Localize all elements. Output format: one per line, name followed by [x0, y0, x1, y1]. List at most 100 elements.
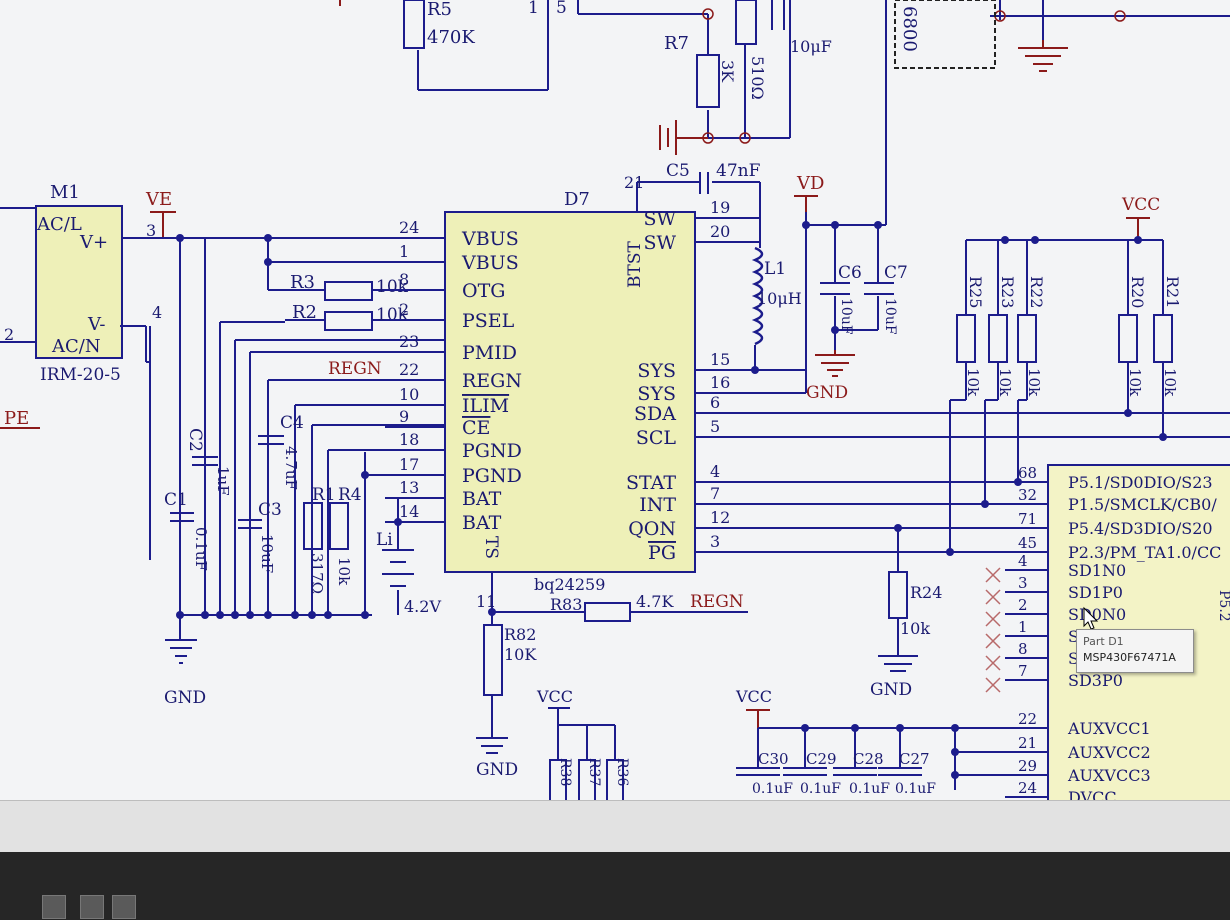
- mcu-pin-num: 29: [1018, 757, 1037, 775]
- charger-left-pin-num: 2: [399, 300, 409, 319]
- resistor-r7-body[interactable]: [696, 54, 720, 108]
- charger-left-pin-name: BAT: [462, 488, 502, 510]
- charger-left-pin-name: PGND: [462, 440, 522, 462]
- r82-value: 10K: [504, 645, 537, 664]
- taskbar-app-icon[interactable]: [42, 895, 66, 919]
- charger-right-pin-num: 6: [710, 393, 720, 412]
- btst-label: BTST: [625, 241, 645, 288]
- charger-left-pin-num: 24: [399, 218, 419, 237]
- c27-value: 0.1uF: [895, 781, 936, 797]
- r5-value: 470K: [427, 27, 475, 48]
- battery-li[interactable]: [382, 549, 414, 587]
- mcu-right-edge-label: P5.2: [1216, 590, 1230, 622]
- resistor-r3-body[interactable]: [324, 281, 373, 301]
- mcu-pin-num: 3: [1018, 574, 1028, 592]
- resistor-r21-body[interactable]: [1153, 314, 1173, 363]
- charger-right-pin-num: 15: [710, 350, 730, 369]
- r3-ref: R3: [290, 272, 315, 293]
- mcu-pin-name: AUXVCC1: [1067, 719, 1151, 738]
- resistor-r82-body[interactable]: [483, 624, 503, 696]
- r7-value: 3K: [718, 60, 737, 83]
- mcu-pin-num: 22: [1018, 710, 1037, 728]
- mcu-pin-name: SD1N0: [1068, 561, 1126, 580]
- net-pe: PE: [4, 408, 29, 429]
- c2-value: 1uF: [214, 466, 232, 496]
- r24-ref: R24: [910, 583, 942, 602]
- r24-value: 10k: [900, 619, 930, 638]
- schematic-canvas: R5 470K 1 5 R7 3K 510Ω 10μF 6800 M1 AC/L…: [0, 0, 1230, 807]
- m1-pin4: 4: [152, 303, 162, 322]
- charger-left-pin-num: 18: [399, 430, 419, 449]
- resistor-r24-body[interactable]: [888, 571, 908, 619]
- taskbar-app-icon[interactable]: [80, 895, 104, 919]
- c7-ref: C7: [884, 263, 908, 283]
- r21-value: 10k: [1161, 368, 1179, 397]
- charger-right-pin-name: SCL: [636, 427, 677, 449]
- m1-ref: M1: [50, 182, 80, 203]
- vcc-caps-label: VCC: [735, 687, 772, 706]
- resistor-r83-body[interactable]: [584, 602, 631, 622]
- c4-value: 4.7uF: [282, 446, 300, 490]
- c5-value: 47nF: [716, 161, 761, 181]
- charger-left-pin-name: ILIM: [462, 395, 509, 417]
- c3-ref: C3: [258, 500, 282, 520]
- mcu-pin-name: P5.4/SD3DIO/S20: [1068, 519, 1213, 538]
- mcu-pin-num: 8: [1018, 640, 1028, 658]
- charger-right-pin-num: 20: [710, 222, 730, 241]
- m1-pin2: 2: [4, 325, 14, 344]
- c1-ref: C1: [164, 490, 188, 510]
- part-tooltip: Part D1 MSP430F67471A: [1076, 629, 1194, 673]
- resistor-r23-body[interactable]: [988, 314, 1008, 363]
- li-ref: Li: [376, 530, 393, 550]
- charger-ic-body[interactable]: [444, 211, 696, 573]
- r20-value: 10k: [1126, 368, 1144, 397]
- resistor-r1-body[interactable]: [303, 502, 323, 550]
- c6-value: 10uF: [838, 298, 854, 335]
- charger-right-pin-num: 5: [710, 417, 720, 436]
- r1-ref: R1: [312, 485, 336, 505]
- mcu-pin-name: SD1P0: [1068, 583, 1123, 602]
- mcu-pin-num: 21: [1018, 734, 1037, 752]
- c30-ref: C30: [758, 750, 789, 768]
- resistor-r5-body[interactable]: [403, 0, 425, 49]
- c12-value: 10μF: [790, 37, 832, 56]
- resistor-r20-body[interactable]: [1118, 314, 1138, 363]
- resistor-510-body[interactable]: [735, 0, 757, 45]
- charger-pin-group: 24VBUS1VBUS8OTG2PSEL23PMID22REGN10ILIM9C…: [385, 198, 730, 564]
- charger-right-pin-name: SDA: [634, 403, 676, 425]
- resistor-r4-body[interactable]: [329, 502, 349, 550]
- charger-left-pin-num: 9: [399, 407, 409, 426]
- tooltip-line1: Part D1: [1083, 635, 1124, 648]
- mcu-pin-name: DVCC: [1068, 788, 1117, 800]
- charger-left-pin-num: 1: [399, 242, 409, 261]
- charger-right-pin-num: 4: [710, 462, 720, 481]
- inductor-l1[interactable]: [751, 246, 764, 346]
- charger-part: bq24259: [534, 575, 605, 594]
- r3-value: 10k: [376, 277, 409, 297]
- tooltip-line2: MSP430F67471A: [1083, 651, 1176, 664]
- c30-value: 0.1uF: [752, 781, 793, 797]
- r4-value: 10k: [335, 557, 353, 586]
- module-m1-body[interactable]: [35, 205, 123, 359]
- charger-right-pin-num: 3: [710, 532, 720, 551]
- resistor-r25-body[interactable]: [956, 314, 976, 363]
- c7-value: 10uF: [882, 298, 898, 335]
- taskbar-app-icon[interactable]: [112, 895, 136, 919]
- charger-left-pin-num: 14: [399, 502, 419, 521]
- charger-right-pin-name: QON: [628, 518, 676, 540]
- charger-right-pin-name: SYS: [637, 383, 676, 405]
- mcu-pin-num: 2: [1018, 596, 1028, 614]
- r20-ref: R20: [1128, 276, 1147, 308]
- charger-left-pin-num: 8: [399, 270, 409, 289]
- mcu-pin-num: 24: [1018, 779, 1037, 797]
- charger-ref: D7: [564, 189, 590, 210]
- charger-left-pin-name: VBUS: [461, 228, 519, 250]
- gnd-left-label: GND: [164, 688, 206, 708]
- ground-symbol-r24: [878, 655, 918, 672]
- btst-pin-num: 21: [624, 173, 644, 192]
- connector-outline: [894, 0, 996, 69]
- taskbar: [0, 852, 1230, 920]
- resistor-r22-body[interactable]: [1017, 314, 1037, 363]
- resistor-r2-body[interactable]: [324, 311, 373, 331]
